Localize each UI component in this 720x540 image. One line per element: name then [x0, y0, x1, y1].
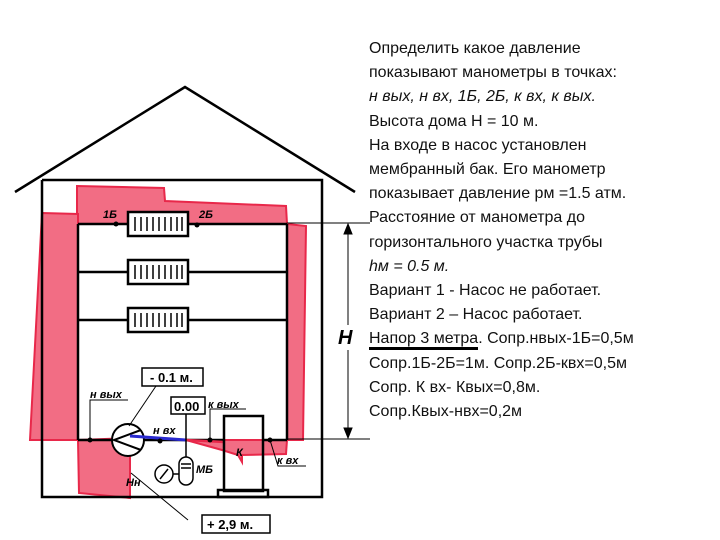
- label-H: H: [338, 327, 353, 349]
- label-n-out: н вых: [90, 389, 123, 401]
- label-mb: МБ: [196, 464, 213, 476]
- head-rest: . Сопр.нвых-1Б=0,5м: [478, 330, 634, 348]
- task-text: Определить какое давление показывают ман…: [369, 37, 714, 424]
- label-k-out: к вых: [208, 399, 240, 411]
- label-n-in: н вх: [153, 425, 176, 437]
- task-line: Вариант 2 – Насос работает.: [369, 306, 583, 324]
- pump-icon: [111, 423, 145, 457]
- head-underlined: Напор 3 метра: [369, 330, 479, 351]
- task-line: Определить какое давление: [369, 40, 581, 57]
- task-line: показывает давление pм =1.5 атм.: [369, 185, 627, 203]
- radiator-3: [126, 306, 190, 334]
- label-Hn: Hн: [126, 477, 141, 489]
- boiler: [216, 414, 270, 499]
- mark-plus-2-9: + 2,9 м.: [207, 517, 253, 532]
- mark-minus-0-1: - 0.1 м.: [150, 370, 193, 385]
- label-1b: 1Б: [103, 209, 117, 221]
- height-dimension: [287, 222, 370, 440]
- task-line: Высота дома H = 10 м.: [369, 112, 539, 130]
- label-2b: 2Б: [198, 209, 213, 221]
- house: [14, 85, 356, 499]
- task-line: Вариант 1 - Насос не работает.: [369, 282, 602, 300]
- label-k-in: к вх: [277, 455, 299, 467]
- task-line: показывают манометры в точках:: [369, 64, 617, 82]
- task-line: Сопр.1Б-2Б=1м. Сопр.2Б-квх=0,5м: [369, 354, 627, 372]
- task-line-head: Напор 3 метра. Сопр.нвых-1Б=0,5м: [369, 327, 714, 351]
- walls: [40, 178, 324, 499]
- mark-zero: 0.00: [174, 399, 199, 414]
- pressure-left: [28, 211, 79, 441]
- task-line: горизонтального участка трубы: [369, 233, 603, 251]
- task-line: мембранный бак. Его манометр: [369, 161, 606, 179]
- radiator-2: [126, 258, 190, 286]
- task-line: hм = 0.5 м.: [369, 257, 450, 275]
- membrane-tank-icon: [178, 414, 194, 486]
- radiators: [126, 210, 190, 334]
- label-k: К: [236, 447, 244, 459]
- pressure-gauge-icon: [154, 464, 179, 484]
- blue-segment: [129, 434, 187, 442]
- task-line: На входе в насос установлен: [369, 136, 587, 154]
- task-line: Сопр.Квых-нвх=0,2м: [369, 403, 523, 421]
- roof: [14, 85, 356, 194]
- radiator-1: [126, 210, 190, 238]
- task-line: н вых, н вх, 1Б, 2Б, к вх, к вых.: [369, 88, 596, 106]
- task-line: Сопр. К вх- Квых=0,8м.: [369, 378, 541, 396]
- task-line: Расстояние от манометра до: [369, 209, 585, 227]
- pressure-right: [286, 222, 308, 441]
